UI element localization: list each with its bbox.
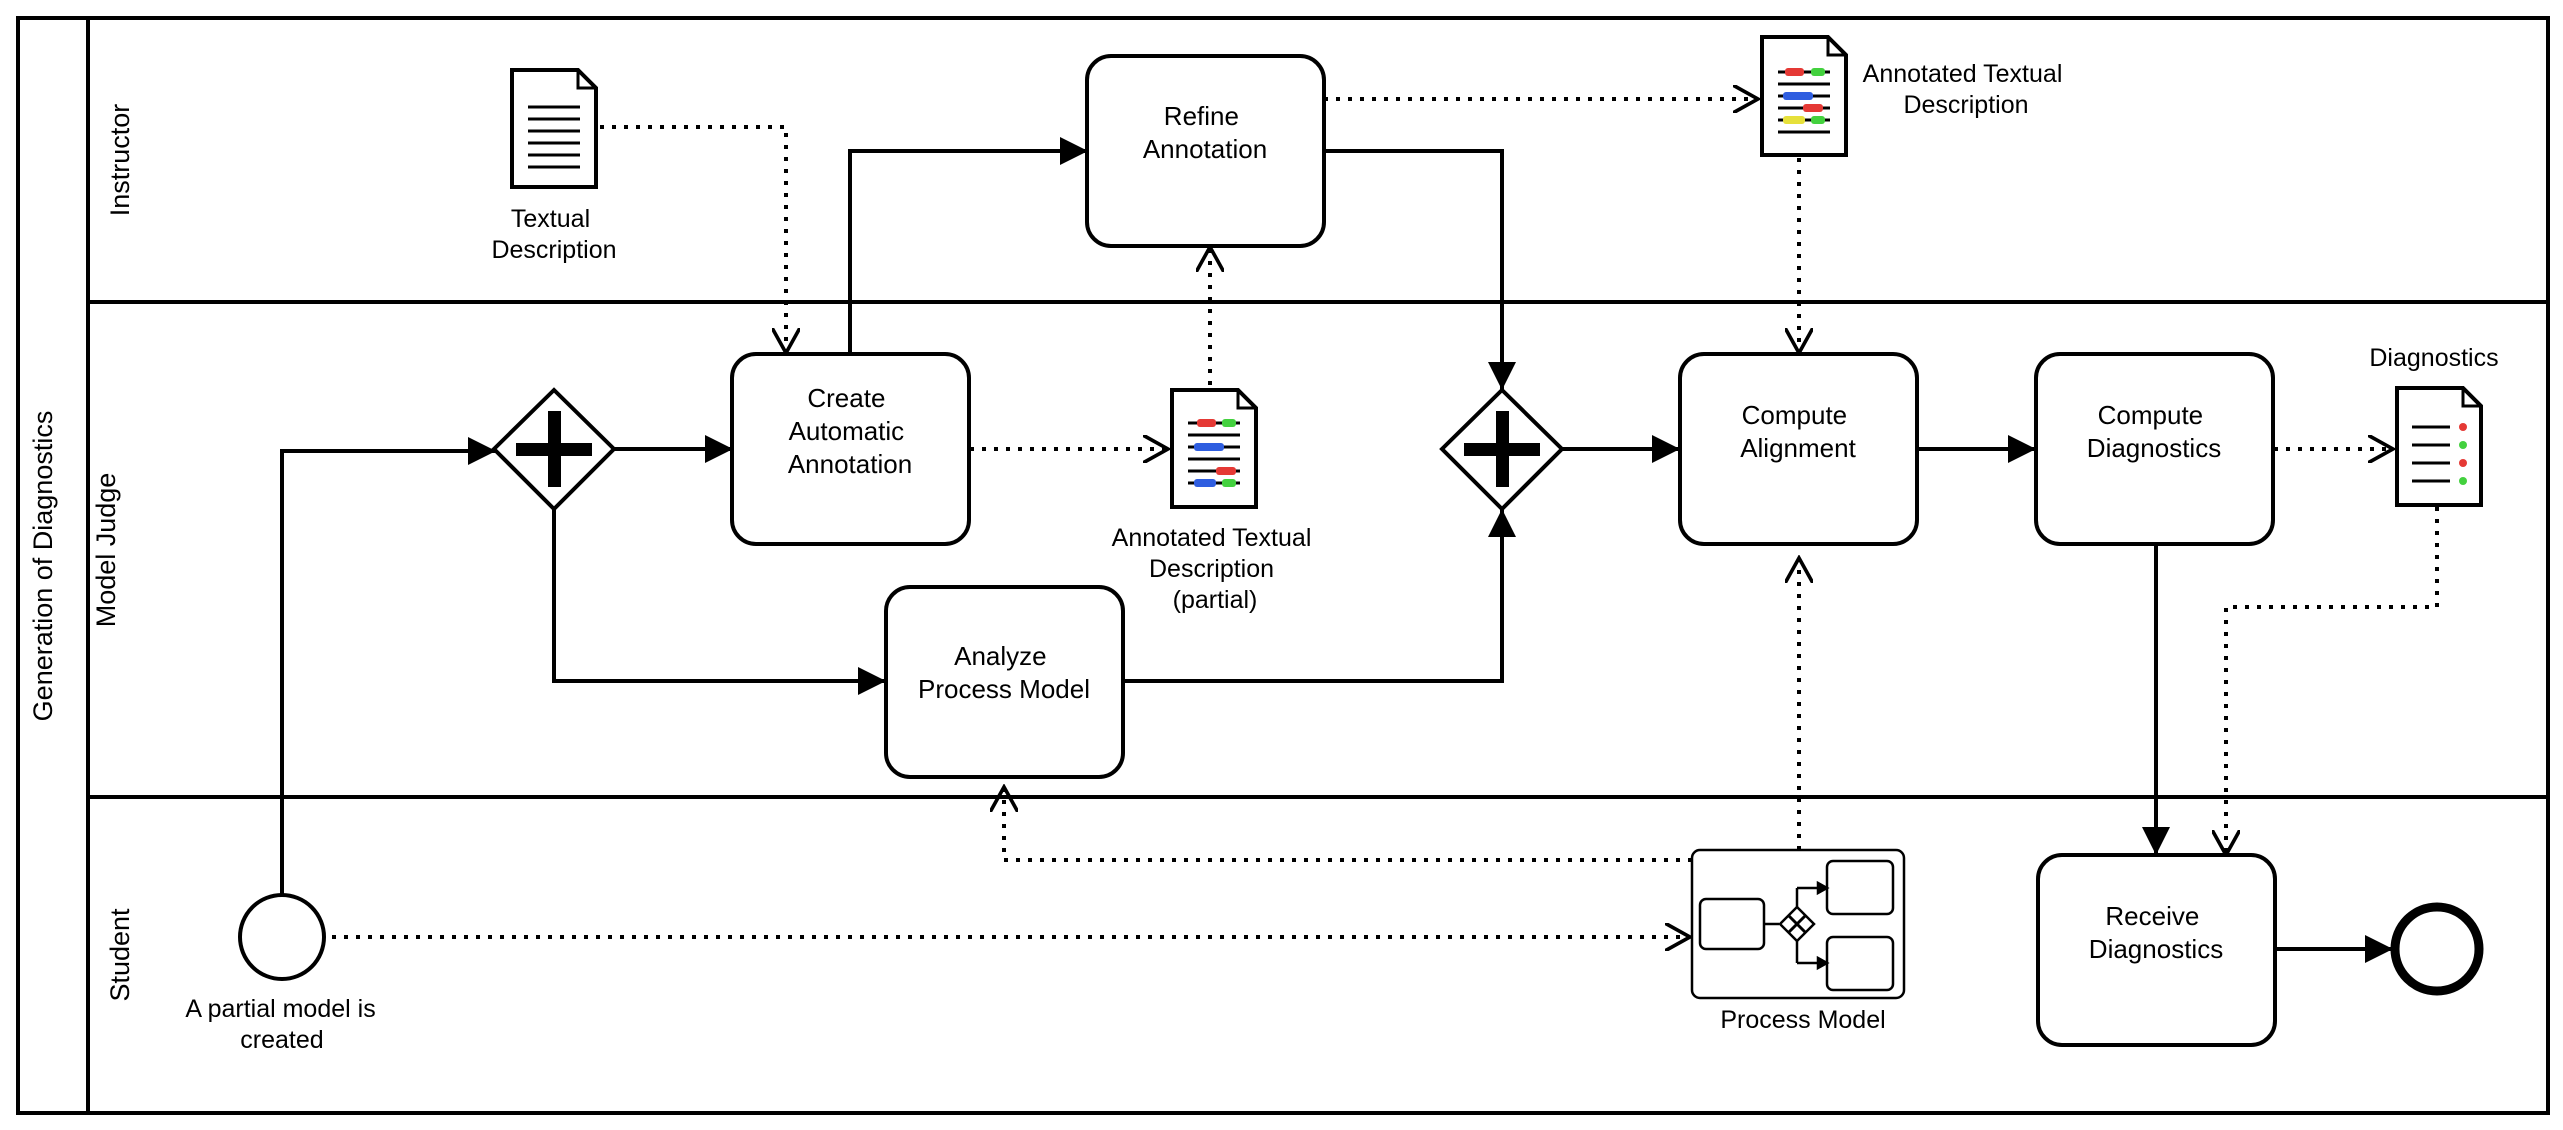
lane-label-model-judge: Model Judge [91,473,121,628]
lane-label-student: Student [105,908,135,1002]
data-object-annotated-textual-description-partial[interactable] [1170,388,1258,509]
data-object-annotated-textual-description[interactable] [1760,35,1848,157]
data-object-textual-description[interactable] [510,68,598,189]
plus-icon [1464,411,1540,487]
textual-description-label: Textual Description [491,205,616,264]
flow-refine-to-join [1324,149,1516,390]
start-event-label-1: A partial model is [185,995,375,1023]
flow-split-to-analyze [552,509,886,695]
lane-label-instructor: Instructor [105,104,135,217]
diagnostics-label: Diagnostics [2369,344,2498,372]
task-refine-label-1: Refine [1164,101,1239,131]
textual-label-1: Textual [511,205,590,233]
lane-labels: Instructor Model Judge Student [91,104,135,1002]
svg-text:Compute Diagnostics: Compute Diagnostics [2087,400,2221,463]
task-create-label-1: Create [807,383,885,413]
task-compute-alignment[interactable]: Compute Alignment [1678,352,1919,546]
parallel-gateway-split[interactable] [491,387,617,512]
flow-create-to-refine [848,137,1088,353]
task-align-label-1: Compute [1742,400,1848,430]
task-align-label-2: Alignment [1740,433,1856,463]
pool: Generation of Diagnostics [16,16,2550,1115]
task-refine-annotation[interactable]: Refine Annotation [1085,54,1326,248]
task-diag-label-2: Diagnostics [2087,433,2221,463]
annotated-partial-label: Annotated Textual Description (partial) [1112,524,1319,614]
start-event-label: A partial model is created [185,995,382,1054]
task-create-label-2: Automatic [789,416,905,446]
assoc-textual-to-create [600,125,786,353]
task-diag-label-1: Compute [2098,400,2204,430]
plus-icon [516,411,592,487]
annotated-partial-label-3: (partial) [1173,586,1258,614]
data-object-diagnostics[interactable] [2395,386,2483,507]
task-receive-label-2: Diagnostics [2089,934,2223,964]
process-model-label: Process Model [1720,1006,1885,1034]
task-create-automatic-annotation[interactable]: Create Automatic Annotation [730,352,971,546]
task-create-label-3: Annotation [788,449,912,479]
annotated-top-label-2: Description [1903,91,2028,119]
svg-text:Compute Alignment: Compute Alignment [1740,400,1856,463]
data-object-process-model[interactable] [1690,848,1906,1000]
textual-label-2: Description [491,236,616,264]
task-analyze-label-2: Process Model [918,674,1090,704]
task-receive-label-1: Receive [2105,901,2199,931]
document-lines-icon [528,105,580,169]
data-associations [332,99,2439,937]
assoc-diagnostics-to-receive [2226,507,2439,855]
assoc-process-model-to-analyze [1004,787,1692,862]
svg-text:Receive Diagnostics: Receive Diagnostics [2089,901,2223,964]
pool-label: Generation of Diagnostics [28,411,58,722]
start-event-label-2: created [240,1026,323,1054]
end-event[interactable] [2390,902,2484,996]
flow-analyze-to-join [1124,509,1516,683]
start-event[interactable] [238,893,326,981]
svg-text:Create Automatic A: Create Automatic Annotation [788,383,912,479]
mini-process-icon [1698,859,1895,992]
annotated-top-label-1: Annotated Textual [1863,60,2063,88]
annotated-partial-label-1: Annotated Textual [1112,524,1312,552]
parallel-gateway-join[interactable] [1439,387,1565,512]
annotated-textual-description-label: Annotated Textual Description [1863,60,2070,119]
annotated-lines-icon [1778,68,1830,134]
annotated-partial-label-2: Description [1149,555,1274,583]
task-receive-diagnostics[interactable]: Receive Diagnostics [2036,853,2277,1047]
task-analyze-process-model[interactable]: Analyze Process Model [884,585,1125,779]
sequence-flows [280,137,2393,963]
checklist-icon [2412,423,2467,485]
task-compute-diagnostics[interactable]: Compute Diagnostics [2034,352,2275,546]
flow-start-to-split [280,437,496,894]
svg-text:Analyze Process Model: Analyze Process Model [918,641,1090,704]
task-refine-label-2: Annotation [1143,134,1267,164]
task-analyze-label-1: Analyze [954,641,1047,671]
annotated-lines-icon [1188,419,1240,487]
svg-text:Refine Annotation: Refine Annotation [1143,101,1267,164]
